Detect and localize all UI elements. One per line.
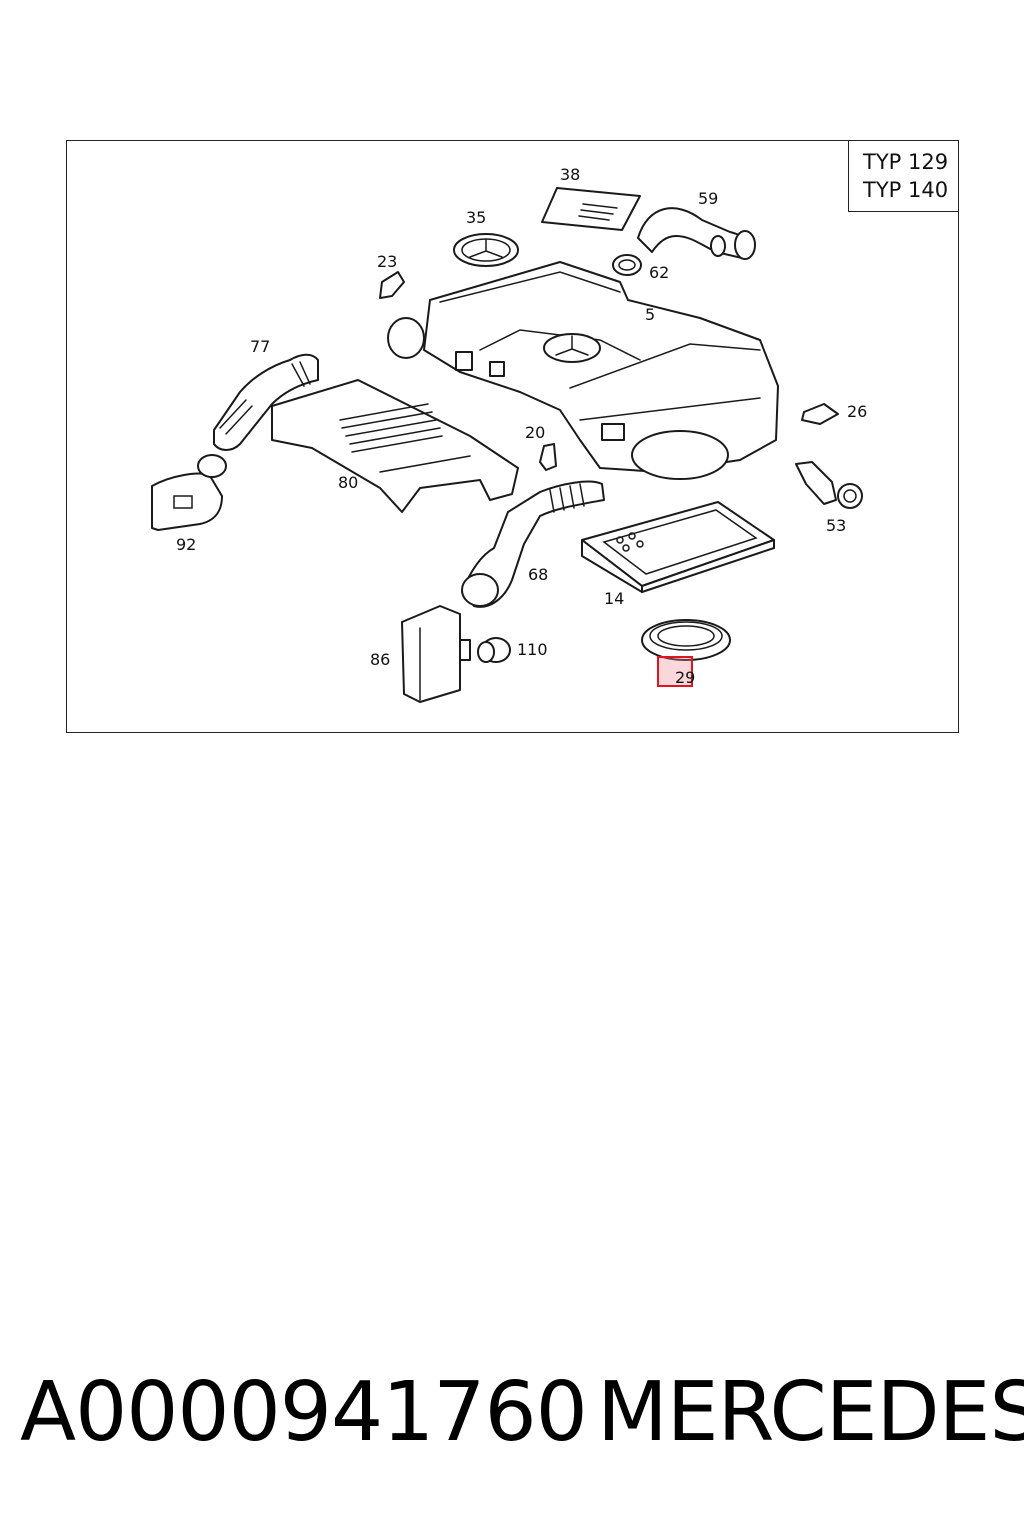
part-29-seal-ring [641,619,731,661]
callout-80: 80 [338,473,359,492]
part-20-clip [539,443,557,471]
part-80-cover-plate [271,379,519,513]
part-5-air-filter-housing [387,261,779,480]
callout-35: 35 [466,208,487,227]
callout-23: 23 [377,252,398,271]
part-14-filter-element [581,501,775,593]
part-86-control-module [401,605,471,703]
callout-5: 5 [645,305,656,324]
part-68-intake-hose [461,480,605,608]
type-label-1: TYP 129 [863,150,949,174]
part-53-temperature-sensor [795,461,863,509]
callout-26: 26 [847,402,868,421]
part-92-intake-snorkel [151,454,227,531]
diagram-frame [66,140,959,733]
highlighted-part-box [657,656,693,687]
callout-53: 53 [826,516,847,535]
part-59-intake-hose [637,207,756,260]
callout-20: 20 [525,423,546,442]
part-77-bellows-hose [213,353,319,451]
part-35-star-emblem [453,233,519,267]
callout-68: 68 [528,565,549,584]
part-number: A0000941760 [20,1365,588,1460]
type-label-2: TYP 140 [863,178,949,202]
callout-14: 14 [604,589,625,608]
callout-92: 92 [176,535,197,554]
callout-38: 38 [560,165,581,184]
exploded-parts-diagram [151,187,863,703]
callout-62: 62 [649,263,670,282]
brand-name: MERCEDES [597,1365,1024,1460]
model-type-box: TYP 129 TYP 140 [848,140,959,212]
callout-59: 59 [698,189,719,208]
callout-86: 86 [370,650,391,669]
part-23-clip [379,271,405,299]
part-62-clamp [612,254,642,276]
part-38-label-plate [541,187,641,231]
callout-110: 110 [517,640,548,659]
part-110-plug [477,637,511,663]
callout-29: 29 [675,668,696,687]
callout-77: 77 [250,337,271,356]
part-26-bracket [801,403,839,425]
